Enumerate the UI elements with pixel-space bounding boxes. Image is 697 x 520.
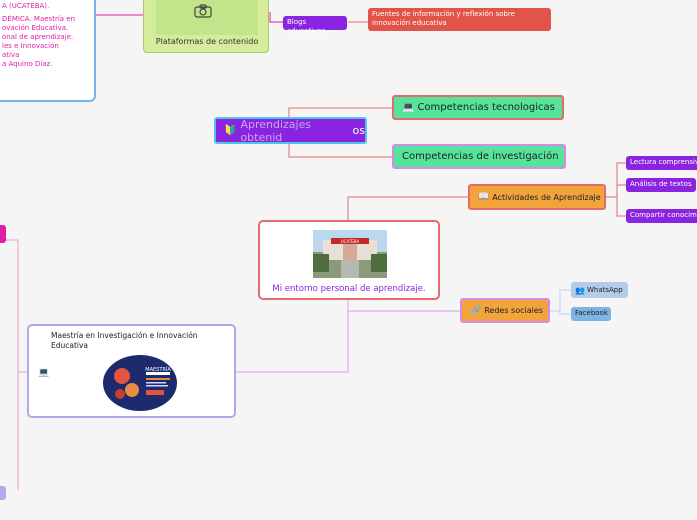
competencias-inv-node[interactable]: Competencias de investigación (392, 144, 566, 169)
intro-line: a Aquino Díaz. (2, 60, 90, 69)
actividad-item-lectura[interactable]: Lectura comprensiva (626, 156, 697, 170)
book-icon: 📖 (478, 192, 489, 202)
plataformas-node[interactable]: Plataformas de contenido (143, 0, 269, 53)
left-edge-node-bottom[interactable] (0, 486, 6, 500)
camera-icon (194, 3, 210, 15)
aprendizajes-label-a: Aprendizajes obtenid (240, 118, 352, 144)
intro-line: DÉMICA. Maestría en (2, 15, 90, 24)
red-item-whatsapp[interactable]: 👥 WhatsApp (571, 282, 628, 298)
intro-line: onal de aprendizaje. (2, 33, 90, 42)
campus-image: UCATEBA (313, 230, 387, 278)
aprendizajes-label-b: os (353, 124, 365, 137)
actividades-label: Actividades de Aprendizaje (492, 193, 600, 202)
leaf-icon: 🔰 (224, 125, 236, 136)
intro-line: les e Innovación (2, 42, 90, 51)
intro-card[interactable]: A (UCATEBA). DÉMICA. Maestría en ovación… (0, 0, 96, 102)
intro-line: A (UCATEBA). (2, 2, 90, 11)
central-label: Mi entorno personal de aprendizaje. (260, 284, 438, 294)
maestria-node[interactable]: Maestría en Investigación e Innovación E… (27, 324, 236, 418)
campus-sign: UCATEBA (341, 239, 360, 244)
redes-label: Redes sociales (484, 306, 543, 315)
competencias-tec-node[interactable]: 💻 Competencias tecnologicas (392, 95, 564, 120)
blogs-node[interactable]: Blogs educativos (283, 16, 347, 30)
maestria-label: Maestría en Investigación e Innovación E… (51, 331, 221, 351)
intro-line: ovación Educativa. (2, 24, 90, 33)
maestria-poster-image: MAESTRÍA (102, 354, 178, 412)
poster-title: MAESTRÍA (145, 366, 171, 373)
monitor-icon: 💻 (38, 368, 49, 378)
central-node[interactable]: UCATEBA Mi entorno personal de aprendiza… (258, 220, 440, 300)
redes-node[interactable]: 🔗 Redes sociales (460, 298, 550, 323)
competencias-tec-label: Competencias tecnologicas (417, 102, 554, 113)
blogs-detail[interactable]: Fuentes de información y reflexión sobre… (368, 8, 551, 31)
actividad-item-compartir[interactable]: Compartir conocimiento (626, 209, 697, 223)
computer-icon: 💻 (402, 102, 414, 113)
left-edge-node[interactable] (0, 225, 6, 243)
link-icon: 🔗 (470, 306, 481, 316)
competencias-inv-label: Competencias de investigación (402, 151, 559, 162)
people-icon: 👥 (575, 286, 585, 295)
actividad-item-analisis[interactable]: Análisis de textos (626, 178, 696, 192)
red-item-whatsapp-label: WhatsApp (587, 286, 623, 295)
red-item-facebook[interactable]: Facebook (571, 307, 611, 321)
aprendizajes-node[interactable]: 🔰 Aprendizajes obtenid os (214, 117, 367, 144)
actividades-node[interactable]: 📖 Actividades de Aprendizaje (468, 184, 606, 210)
plataformas-label: Plataformas de contenido (144, 37, 270, 46)
intro-line: ativa (2, 51, 90, 60)
